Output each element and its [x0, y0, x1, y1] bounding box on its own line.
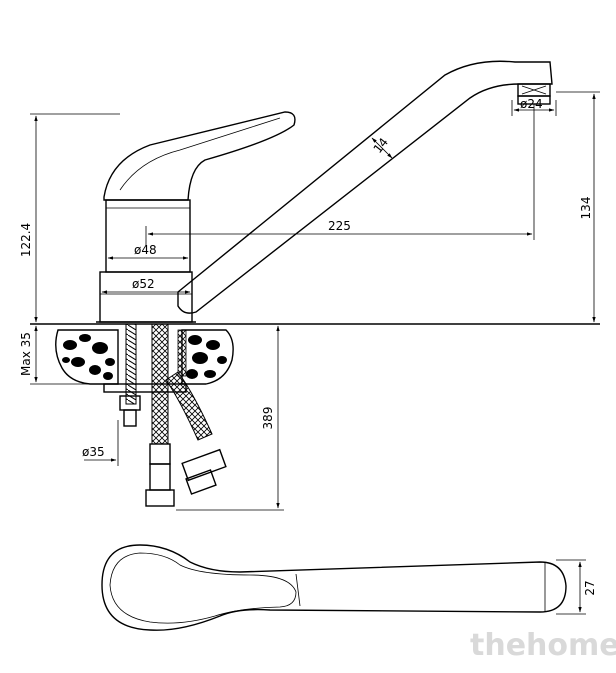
dim-122-4: 122.4	[19, 223, 33, 257]
handle-top-view	[101, 544, 567, 631]
spout	[177, 60, 553, 314]
dim-35: ø35	[82, 445, 105, 459]
dim-134: 134	[579, 197, 593, 220]
faucet-body	[96, 111, 296, 323]
watermark: thehome	[470, 628, 616, 663]
dim-48: ø48	[134, 243, 157, 257]
mounting-hardware	[103, 323, 227, 507]
dim-52: ø52	[132, 277, 155, 291]
dim-24: ø24	[520, 97, 543, 111]
dim-225: 225	[328, 219, 351, 233]
dimension-lines	[30, 91, 600, 615]
dim-389: 389	[261, 407, 275, 430]
countertop	[30, 323, 600, 385]
dim-14: 14	[371, 135, 391, 156]
dim-27: 27	[583, 580, 597, 595]
dim-max-35: Max 35	[19, 332, 33, 376]
